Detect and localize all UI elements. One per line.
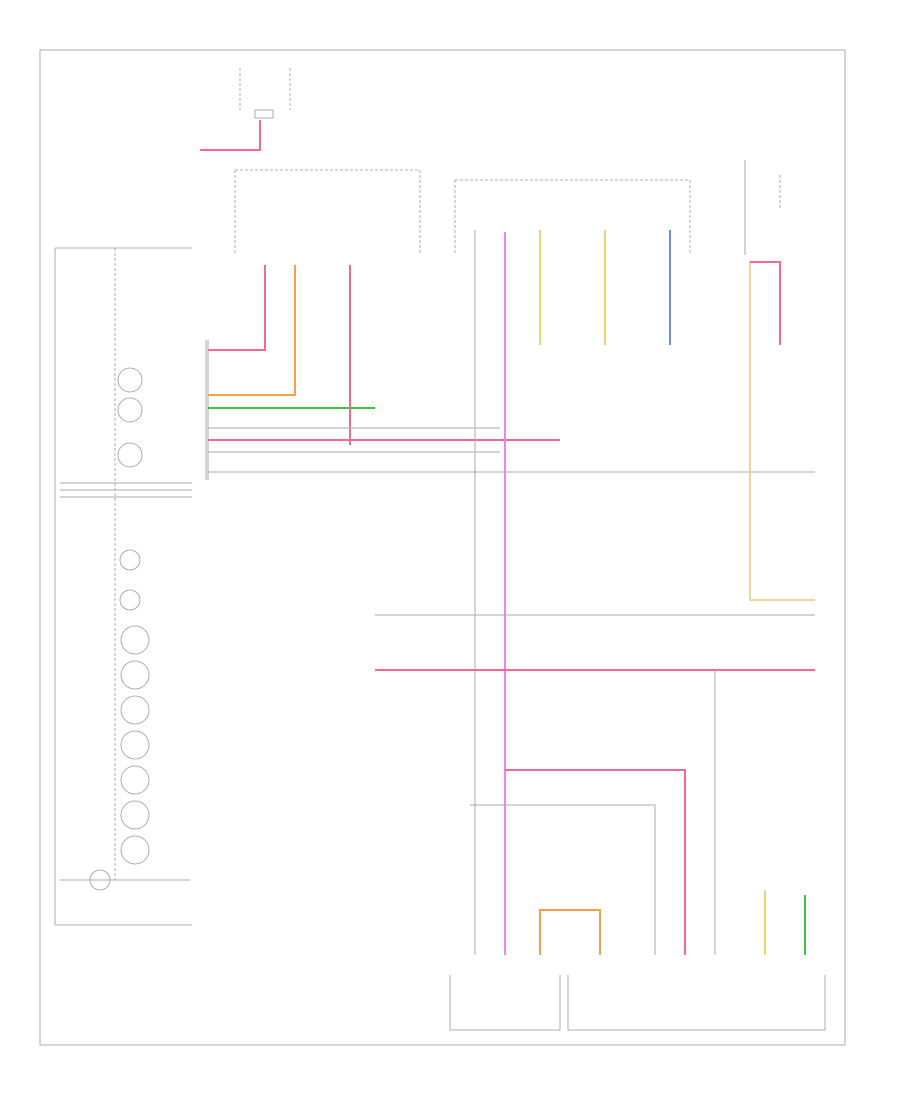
diagram-border: [39, 49, 846, 1046]
wire-pink-4: [750, 261, 781, 345]
wire-pink-top: [200, 120, 261, 151]
wire-pink-6: [505, 769, 686, 955]
cluster-connector: [205, 340, 209, 480]
instrument-cluster: [54, 247, 192, 926]
wire-orange-2: [539, 909, 601, 955]
wire-tan: [749, 262, 815, 601]
control-modules: [449, 975, 826, 1031]
wire-orange: [208, 265, 296, 396]
wire-harness: [200, 120, 815, 955]
relay-fuse-block: [234, 68, 781, 255]
wire-pink-1: [208, 265, 266, 351]
